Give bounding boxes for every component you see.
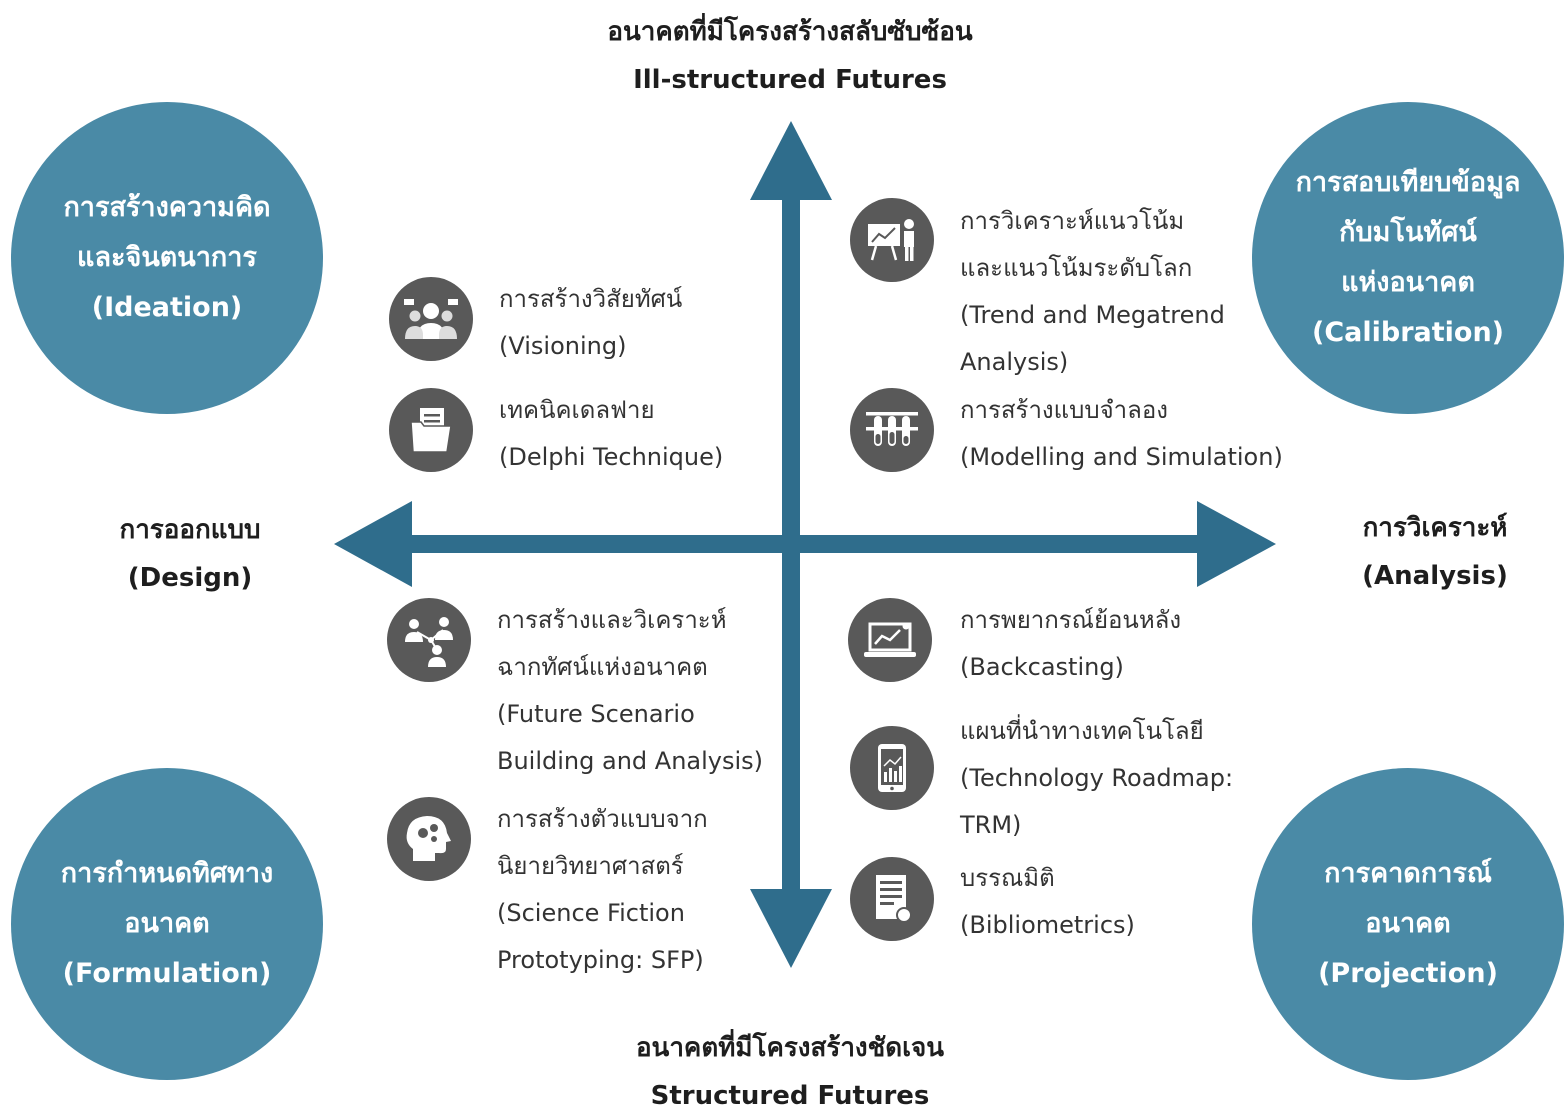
circle-line: การคาดการณ์ xyxy=(1324,858,1492,889)
circle-line: การสร้างความคิด xyxy=(63,192,271,223)
calibration-circle: การสอบเทียบข้อมูล กับมโนทัศน์ แห่งอนาคต … xyxy=(1252,102,1564,414)
circle-line: กับมโนทัศน์ xyxy=(1339,217,1477,248)
axis-right-label: การวิเคราะห์ (Analysis) xyxy=(1300,504,1564,600)
item-line: (Delphi Technique) xyxy=(499,443,724,471)
item-line: แผนที่นำทางเทคโนโลยี xyxy=(960,717,1204,745)
tablet-chart-icon xyxy=(850,726,934,810)
item-science-fiction: การสร้างตัวแบบจาก นิยายวิทยาศาสตร์ (Scie… xyxy=(497,796,708,984)
item-line: นิยายวิทยาศาสตร์ xyxy=(497,852,684,880)
circle-line: (Ideation) xyxy=(91,292,243,323)
axis-right-english: (Analysis) xyxy=(1362,561,1508,591)
arrow-left-head xyxy=(334,501,412,587)
formulation-circle: การกำหนดทิศทาง อนาคต (Formulation) xyxy=(11,768,323,1080)
test-tubes-icon xyxy=(850,388,934,472)
item-backcasting: การพยากรณ์ย้อนหลัง (Backcasting) xyxy=(960,597,1181,691)
item-line: การสร้างแบบจำลอง xyxy=(960,396,1168,424)
circle-line: (Formulation) xyxy=(62,958,272,989)
item-line: การวิเคราะห์แนวโน้ม xyxy=(960,207,1185,235)
item-line: (Bibliometrics) xyxy=(960,911,1135,939)
circle-line: (Calibration) xyxy=(1311,317,1505,348)
axis-left-thai: การออกแบบ xyxy=(119,515,261,545)
people-icon xyxy=(389,277,473,361)
axis-left-label: การออกแบบ (Design) xyxy=(60,506,320,602)
item-line: (Science Fiction xyxy=(497,899,685,927)
item-technology-roadmap: แผนที่นำทางเทคโนโลยี (Technology Roadmap… xyxy=(960,708,1233,849)
horizontal-axis-line xyxy=(405,535,1205,553)
item-line: (Visioning) xyxy=(499,332,627,360)
projection-circle: การคาดการณ์ อนาคต (Projection) xyxy=(1252,768,1564,1080)
item-visioning: การสร้างวิสัยทัศน์ (Visioning) xyxy=(499,276,682,370)
item-line: บรรณมิติ xyxy=(960,864,1055,892)
axis-top-label: อนาคตที่มีโครงสร้างสลับซับซ้อน Ill-struc… xyxy=(480,8,1100,104)
axis-top-thai: อนาคตที่มีโครงสร้างสลับซับซ้อน xyxy=(607,17,973,47)
item-line: ฉากทัศน์แห่งอนาคต xyxy=(497,653,708,681)
item-bibliometrics: บรรณมิติ (Bibliometrics) xyxy=(960,855,1135,949)
axis-bottom-label: อนาคตที่มีโครงสร้างชัดเจน Structured Fut… xyxy=(480,1024,1100,1120)
axis-top-english: Ill-structured Futures xyxy=(633,65,947,95)
item-modelling: การสร้างแบบจำลอง (Modelling and Simulati… xyxy=(960,387,1283,481)
item-line: (Technology Roadmap: xyxy=(960,764,1234,792)
document-icon xyxy=(850,857,934,941)
circle-line: อนาคต xyxy=(1365,908,1451,939)
arrow-up-head xyxy=(750,121,832,200)
presentation-icon xyxy=(850,198,934,282)
axis-left-english: (Design) xyxy=(127,563,253,593)
arrow-right-head xyxy=(1197,501,1276,587)
item-line: Analysis) xyxy=(960,348,1069,376)
circle-line: การกำหนดทิศทาง xyxy=(60,858,274,889)
network-icon xyxy=(387,598,471,682)
item-line: การพยากรณ์ย้อนหลัง xyxy=(960,606,1182,634)
item-line: (Modelling and Simulation) xyxy=(960,443,1283,471)
axis-bottom-english: Structured Futures xyxy=(650,1081,930,1111)
item-line: การสร้างวิสัยทัศน์ xyxy=(499,285,683,313)
circle-line: (Projection) xyxy=(1318,958,1498,989)
item-future-scenario: การสร้างและวิเคราะห์ ฉากทัศน์แห่งอนาคต (… xyxy=(497,597,763,785)
circle-line: อนาคต xyxy=(124,908,210,939)
circle-line: แห่งอนาคต xyxy=(1341,267,1475,298)
item-trend-analysis: การวิเคราะห์แนวโน้ม และแนวโน้มระดับโลก (… xyxy=(960,198,1225,386)
circle-line: และจินตนาการ xyxy=(77,242,257,273)
folder-icon xyxy=(389,388,473,472)
item-line: และแนวโน้มระดับโลก xyxy=(960,254,1193,282)
item-line: (Backcasting) xyxy=(960,653,1124,681)
axis-bottom-thai: อนาคตที่มีโครงสร้างชัดเจน xyxy=(635,1033,945,1063)
axis-right-thai: การวิเคราะห์ xyxy=(1362,513,1508,543)
arrow-down-head xyxy=(750,889,832,968)
item-line: (Future Scenario xyxy=(497,700,695,728)
circle-line: การสอบเทียบข้อมูล xyxy=(1295,167,1521,198)
item-line: Prototyping: SFP) xyxy=(497,946,704,974)
item-line: (Trend and Megatrend xyxy=(960,301,1225,329)
head-gears-icon xyxy=(387,797,471,881)
item-line: TRM) xyxy=(960,811,1022,839)
item-line: การสร้างตัวแบบจาก xyxy=(497,805,708,833)
ideation-circle: การสร้างความคิด และจินตนาการ (Ideation) xyxy=(11,102,323,414)
item-delphi: เทคนิคเดลฟาย (Delphi Technique) xyxy=(499,387,723,481)
item-line: การสร้างและวิเคราะห์ xyxy=(497,606,727,634)
item-line: Building and Analysis) xyxy=(497,747,764,775)
laptop-chart-icon xyxy=(848,598,932,682)
item-line: เทคนิคเดลฟาย xyxy=(499,396,655,424)
